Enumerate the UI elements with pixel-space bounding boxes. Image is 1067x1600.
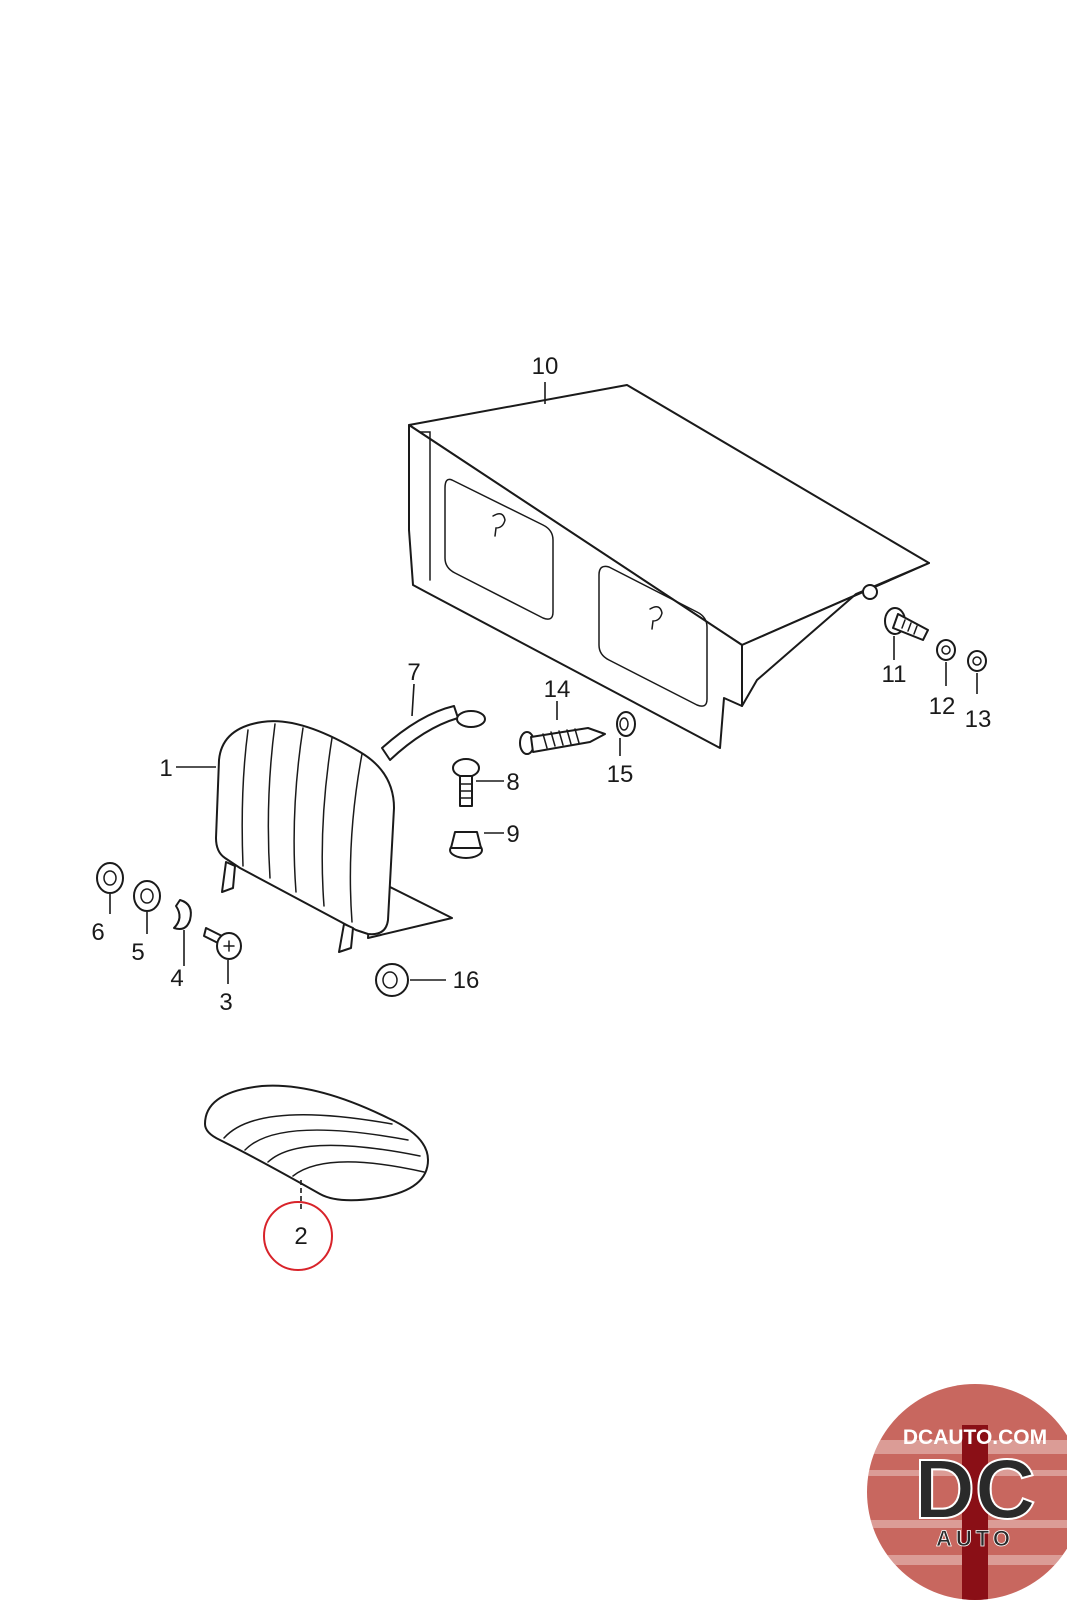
- part-8-bolt: [452, 758, 480, 807]
- callout-3[interactable]: 3: [219, 989, 232, 1016]
- part-16-spacer: [375, 963, 409, 997]
- part-3-screw: [203, 927, 242, 960]
- callout-11[interactable]: 11: [882, 661, 907, 688]
- logo-text-main: DC: [914, 1442, 1035, 1536]
- callout-13[interactable]: 13: [965, 706, 992, 733]
- callout-1[interactable]: 1: [159, 755, 172, 782]
- part-15-grommet: [616, 711, 636, 737]
- logo-stripe: [962, 1425, 988, 1600]
- callout-12[interactable]: 12: [929, 693, 956, 720]
- callout-4[interactable]: 4: [170, 965, 183, 992]
- part-9-nut: [449, 831, 483, 859]
- callout-2[interactable]: 2: [294, 1223, 307, 1250]
- callout-14[interactable]: 14: [544, 676, 571, 703]
- callout-7[interactable]: 7: [407, 659, 420, 686]
- part-14-screw: [519, 727, 606, 755]
- callout-15[interactable]: 15: [607, 761, 634, 788]
- highlighted-callout-2[interactable]: 2: [263, 1201, 333, 1271]
- dcauto-logo: DCAUTO.COM DC AUTO: [867, 1384, 1067, 1600]
- part-13-spring-washer: [967, 650, 987, 672]
- logo-text-top: DCAUTO.COM: [903, 1426, 1047, 1449]
- part-2-cushion: [204, 1084, 429, 1202]
- callout-5[interactable]: 5: [131, 939, 144, 966]
- callout-16[interactable]: 16: [453, 967, 480, 994]
- callout-10[interactable]: 10: [532, 353, 559, 380]
- part-6-bushing: [96, 862, 124, 894]
- part-12-washer: [936, 639, 956, 661]
- callout-9[interactable]: 9: [506, 821, 519, 848]
- logo-text-sub: AUTO: [936, 1526, 1014, 1551]
- callout-6[interactable]: 6: [91, 919, 104, 946]
- part-5-bushing: [133, 880, 161, 912]
- part-7-strap: [381, 705, 486, 761]
- part-11-bolt: [884, 607, 929, 641]
- leader-lines: [109, 382, 978, 1210]
- part-10-shelf: [408, 384, 930, 749]
- part-4-clip: [173, 899, 192, 930]
- callout-8[interactable]: 8: [506, 769, 519, 796]
- part-1-backrest: [215, 720, 453, 953]
- highlight-circle: [263, 1201, 333, 1271]
